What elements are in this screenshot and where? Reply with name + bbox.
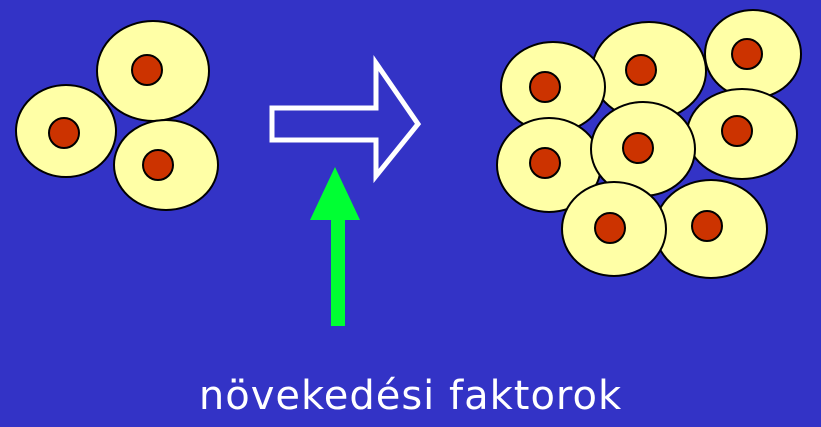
cell-group-before bbox=[15, 20, 219, 211]
cell bbox=[15, 84, 117, 178]
cell bbox=[561, 181, 667, 277]
cell bbox=[113, 119, 219, 211]
growth-arrow-icon bbox=[310, 167, 360, 326]
cell bbox=[590, 101, 696, 197]
cell bbox=[704, 9, 802, 99]
cell bbox=[96, 20, 210, 122]
cell bbox=[500, 41, 606, 133]
cell bbox=[496, 117, 602, 213]
cell bbox=[686, 88, 798, 180]
cell bbox=[654, 179, 768, 279]
cell-group-after bbox=[496, 9, 802, 279]
process-arrow-icon bbox=[269, 54, 422, 184]
caption-growth-factors: növekedési faktorok bbox=[198, 373, 623, 419]
